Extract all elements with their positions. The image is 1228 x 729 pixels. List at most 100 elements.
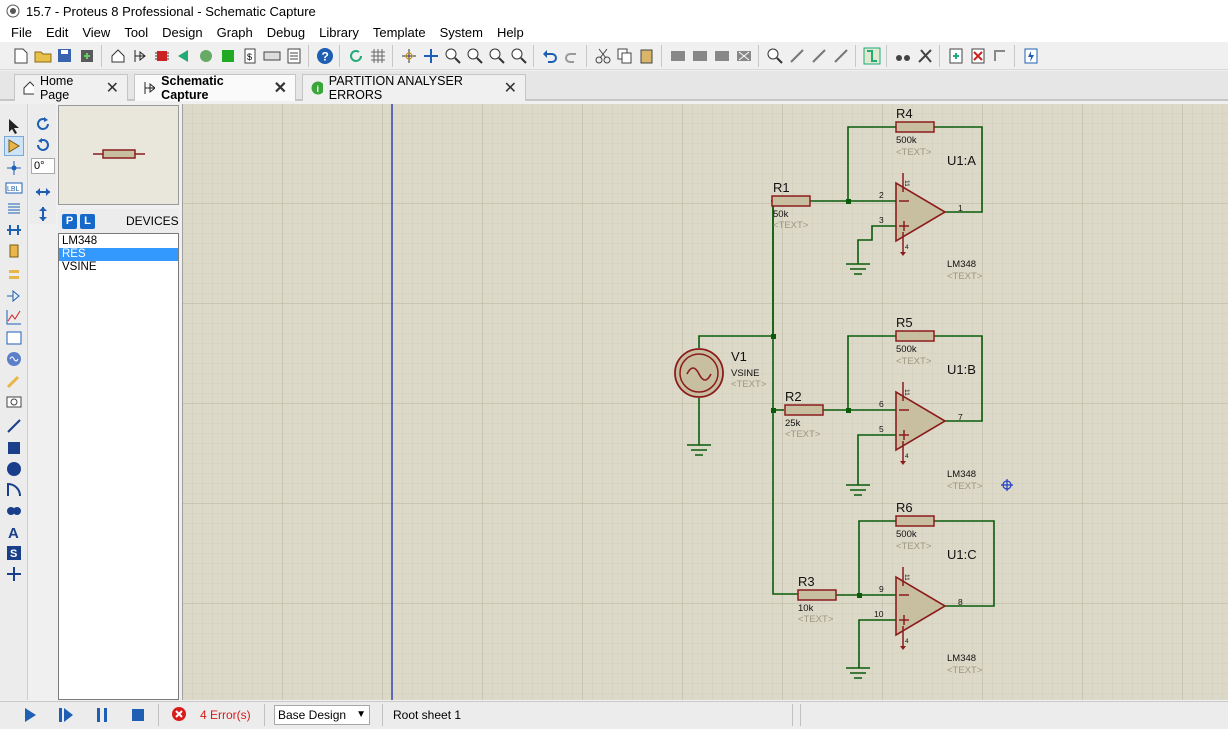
schematic-canvas[interactable]: R1 50k <TEXT> R2 25k <TEXT> R3 10k <TEXT… — [182, 104, 1228, 700]
step-icon[interactable] — [58, 707, 74, 723]
redo-icon[interactable] — [561, 45, 582, 67]
overview-preview[interactable] — [58, 105, 179, 205]
design-explorer-icon[interactable] — [261, 45, 282, 67]
zoom-out-icon[interactable] — [464, 45, 485, 67]
property-tool-icon[interactable] — [914, 45, 935, 67]
resistor-r4-body[interactable] — [895, 121, 935, 133]
close-icon[interactable]: ✕ — [273, 80, 287, 97]
library-manager-button[interactable]: L — [80, 213, 95, 229]
open-folder-icon[interactable] — [32, 45, 53, 67]
pick-device-icon[interactable] — [764, 45, 785, 67]
menu-graph[interactable]: Graph — [216, 24, 253, 40]
cut-icon[interactable] — [592, 45, 613, 67]
menu-view[interactable]: View — [82, 24, 111, 40]
vsine-source-v1[interactable] — [674, 348, 724, 398]
device-item-res[interactable]: RES — [59, 248, 178, 261]
close-icon[interactable]: ✕ — [503, 80, 517, 97]
mirror-y-icon[interactable] — [33, 204, 53, 224]
tab-home-page[interactable]: Home Page ✕ — [14, 74, 128, 102]
pick-devices-button[interactable]: P — [62, 213, 77, 229]
block-copy-icon[interactable] — [667, 45, 688, 67]
rotation-angle-field[interactable]: 0° — [31, 158, 55, 174]
line-2d-icon[interactable] — [4, 416, 24, 436]
wire-autorouter-icon[interactable] — [861, 45, 882, 67]
marker-2d-icon[interactable] — [4, 564, 24, 584]
selection-mode-icon[interactable] — [4, 116, 24, 136]
graph-mode-icon[interactable] — [4, 307, 24, 327]
menu-system[interactable]: System — [439, 24, 483, 40]
isis-icon[interactable] — [129, 45, 150, 67]
3d-icon[interactable] — [195, 45, 216, 67]
menu-design[interactable]: Design — [162, 24, 203, 40]
menu-file[interactable]: File — [11, 24, 32, 40]
tab-partition-analyser-errors[interactable]: i PARTITION ANALYSER ERRORS ✕ — [302, 74, 526, 102]
bom-icon[interactable]: $ — [239, 45, 260, 67]
design-variant-select[interactable]: Base Design ▼ — [274, 705, 370, 725]
remove-sheet-icon[interactable] — [967, 45, 988, 67]
zoom-area-icon[interactable] — [508, 45, 529, 67]
help-icon[interactable]: ? — [314, 45, 335, 67]
text-2d-icon[interactable]: A — [4, 522, 24, 542]
origin-icon[interactable] — [398, 45, 419, 67]
menu-help[interactable]: Help — [496, 24, 524, 40]
resistor-r2-body[interactable] — [784, 404, 824, 416]
menu-tool[interactable]: Tool — [124, 24, 149, 40]
block-delete-icon[interactable] — [733, 45, 754, 67]
menu-library[interactable]: Library — [319, 24, 359, 40]
device-item-lm348[interactable]: LM348 — [62, 235, 98, 247]
undo-icon[interactable] — [539, 45, 560, 67]
subcircuit-icon[interactable] — [4, 241, 24, 261]
rotate-clockwise-icon[interactable] — [33, 114, 53, 134]
paste-icon[interactable] — [636, 45, 657, 67]
generator-mode-icon[interactable] — [4, 349, 24, 369]
resistor-r6-body[interactable] — [895, 515, 935, 527]
block-rotate-icon[interactable] — [711, 45, 732, 67]
close-icon[interactable]: ✕ — [105, 80, 119, 97]
error-count[interactable]: 4 Error(s) — [200, 708, 251, 722]
copy-icon[interactable] — [614, 45, 635, 67]
new-file-icon[interactable] — [10, 45, 31, 67]
box-2d-icon[interactable] — [4, 438, 24, 458]
electrical-rule-check-icon[interactable] — [1020, 45, 1041, 67]
tape-recorder-icon[interactable] — [4, 328, 24, 348]
packaging-tool-icon[interactable] — [808, 45, 829, 67]
error-icon[interactable] — [171, 706, 187, 722]
menu-template[interactable]: Template — [372, 24, 426, 40]
save-icon[interactable] — [54, 45, 75, 67]
grid-toggle-icon[interactable] — [367, 45, 388, 67]
resistor-r3-body[interactable] — [797, 589, 837, 601]
stop-icon[interactable] — [130, 707, 146, 723]
new-sheet-icon[interactable] — [945, 45, 966, 67]
decompose-icon[interactable] — [830, 45, 851, 67]
block-move-icon[interactable] — [689, 45, 710, 67]
ares-icon[interactable] — [173, 45, 194, 67]
menu-edit[interactable]: Edit — [45, 24, 69, 40]
rotate-anticlockwise-icon[interactable] — [33, 135, 53, 155]
zoom-all-icon[interactable] — [486, 45, 507, 67]
make-device-icon[interactable] — [786, 45, 807, 67]
gerber-icon[interactable] — [217, 45, 238, 67]
search-tag-icon[interactable] — [892, 45, 913, 67]
chip-icon[interactable] — [151, 45, 172, 67]
refresh-icon[interactable] — [345, 45, 366, 67]
text-script-icon[interactable] — [4, 199, 24, 219]
terminals-icon[interactable] — [4, 265, 24, 285]
resistor-r1-body[interactable] — [771, 195, 811, 207]
mirror-x-icon[interactable] — [33, 182, 53, 202]
junction-dot-icon[interactable] — [4, 158, 24, 178]
wire-label-icon[interactable]: LBL — [4, 178, 24, 198]
arc-2d-icon[interactable] — [4, 480, 24, 500]
pause-icon[interactable] — [94, 707, 110, 723]
circle-2d-icon[interactable] — [4, 459, 24, 479]
exit-to-parent-icon[interactable] — [989, 45, 1010, 67]
component-mode-icon[interactable] — [4, 136, 24, 156]
play-icon[interactable] — [22, 707, 38, 723]
path-2d-icon[interactable] — [4, 501, 24, 521]
virtual-instruments-icon[interactable] — [4, 392, 24, 412]
home-icon[interactable] — [107, 45, 128, 67]
notes-icon[interactable] — [283, 45, 304, 67]
zoom-in-icon[interactable] — [442, 45, 463, 67]
buses-icon[interactable] — [4, 220, 24, 240]
symbol-2d-icon[interactable]: S — [4, 543, 24, 563]
menu-debug[interactable]: Debug — [266, 24, 306, 40]
